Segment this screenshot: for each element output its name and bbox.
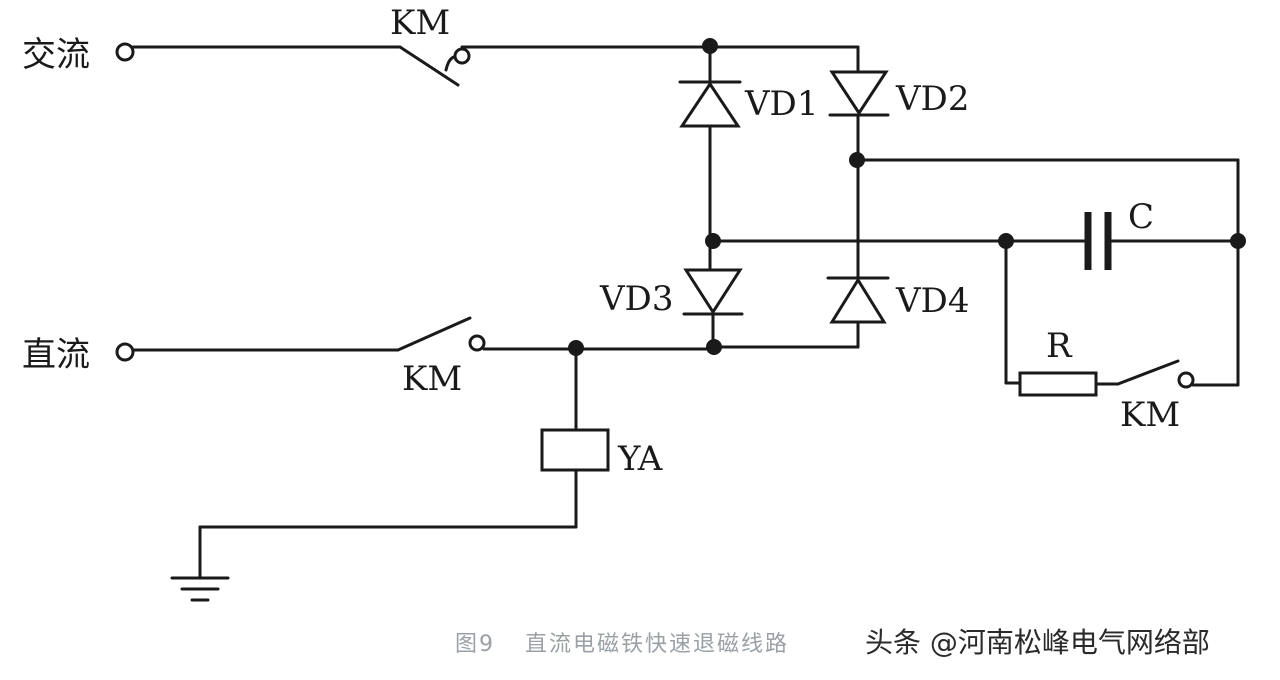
vd1-diode bbox=[678, 80, 742, 128]
km-dc-label: KM bbox=[402, 359, 462, 399]
dc-label: 直流 bbox=[22, 335, 90, 375]
km-top-label: KM bbox=[390, 3, 450, 43]
km-contact-top bbox=[398, 45, 712, 87]
ground-icon bbox=[170, 576, 230, 602]
dc-terminal bbox=[115, 342, 135, 362]
ac-label: 交流 bbox=[22, 35, 90, 75]
vd4-label: VD4 bbox=[895, 281, 969, 321]
km-rc-label: KM bbox=[1120, 395, 1180, 435]
vd1-label: VD1 bbox=[744, 84, 818, 124]
node-cap-right bbox=[1230, 233, 1246, 249]
coil-ya bbox=[540, 428, 610, 472]
vd2-diode bbox=[828, 70, 890, 117]
figure-number: 图9 bbox=[455, 632, 495, 657]
coil-label: YA bbox=[617, 439, 663, 479]
resistor-r bbox=[1018, 371, 1098, 397]
km-contact-rc bbox=[1094, 359, 1240, 389]
vd3-label: VD3 bbox=[599, 279, 673, 319]
ac-terminal bbox=[115, 42, 135, 62]
figure-title: 直流电磁铁快速退磁线路 bbox=[525, 632, 789, 657]
vd3-diode bbox=[682, 268, 744, 316]
vd4-diode bbox=[826, 276, 890, 324]
resistor-label: R bbox=[1046, 326, 1073, 366]
vd2-label: VD2 bbox=[895, 79, 969, 119]
capacitor-label: C bbox=[1128, 197, 1154, 237]
watermark: 头条 @河南松峰电气网络部 bbox=[865, 626, 1210, 659]
km-contact-dc bbox=[396, 316, 716, 352]
capacitor-c bbox=[1084, 212, 1112, 270]
